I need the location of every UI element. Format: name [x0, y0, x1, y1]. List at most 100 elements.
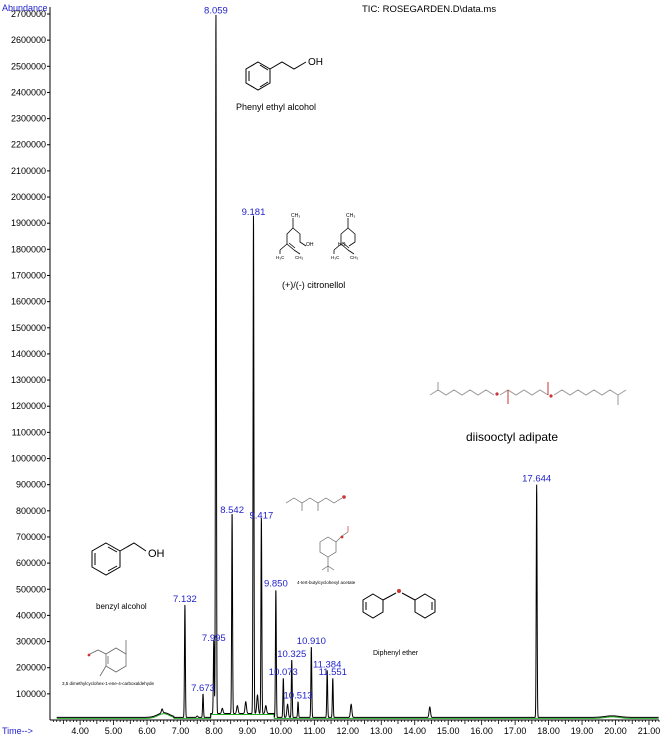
citronellol-ho-b: HO: [338, 242, 346, 248]
annotation-diphenyl-ether: Diphenyl ether: [362, 589, 436, 657]
peak-label: 9.181: [242, 207, 266, 218]
oxygen-atom-icon: [342, 495, 346, 499]
x-tick-label: 8.00: [205, 726, 223, 736]
peak-label: 8.059: [204, 6, 228, 17]
x-tick-label: 5.00: [105, 726, 123, 736]
x-tick-label: 13.00: [370, 726, 393, 736]
y-tick-label: 2300000: [11, 114, 46, 124]
y-tick-label: 700000: [16, 532, 46, 542]
peak-label: 11.551: [319, 667, 347, 678]
annotation-dimethylcyclohexene-carboxaldehyde: 3,5 dimethylcyclohex-1-ene-4-carboxaldeh…: [62, 640, 155, 686]
x-tick-label: 11.00: [303, 726, 325, 736]
annotation-phenyl-ethyl-alcohol: OH Phenyl ethyl alcohol: [236, 57, 323, 112]
benzyl-oh-label: OH: [148, 548, 165, 560]
x-tick-label: 15.00: [437, 726, 460, 736]
aldehyde-structure-icon: [89, 640, 127, 677]
y-tick-label: 2100000: [11, 166, 46, 176]
y-tick-label: 2700000: [11, 9, 46, 19]
benzyl-structure-icon: [91, 542, 147, 576]
oxygen-atom-icon: [549, 394, 553, 398]
y-tick-label: 300000: [16, 637, 46, 647]
peak-label: 7.673: [191, 683, 215, 694]
citronellol-oh-a: OH: [306, 242, 314, 248]
annotation-diisooctyl-adipate: diisooctyl adipate: [429, 382, 627, 444]
x-tick-label: 18.00: [537, 726, 560, 736]
y-tick-label: 1000000: [11, 454, 46, 464]
x-tick-label: 12.00: [337, 726, 360, 736]
peak-label: 10.073: [269, 667, 298, 678]
annotation-text: Diphenyl ether: [373, 650, 419, 657]
peak-label: 8.542: [220, 505, 244, 516]
peak-label: 10.325: [277, 649, 306, 660]
y-tick-label: 1800000: [11, 244, 46, 254]
y-tick-label: 200000: [16, 663, 46, 673]
x-tick-label: 19.00: [571, 726, 594, 736]
chart-title: TIC: ROSEGARDEN.D\data.ms: [362, 4, 496, 15]
annotation-benzyl-alcohol: OH benzyl alcohol: [91, 542, 165, 611]
peak-label: 7.995: [202, 633, 226, 644]
citronellol-h3c-a: H₃C: [276, 255, 285, 260]
x-tick-label: 16.00: [470, 726, 493, 736]
y-tick-label: 1100000: [12, 427, 46, 437]
annotation-tert-butylcyclohexyl-acetate: 4-tert-butylcyclohexyl acetate: [285, 495, 356, 585]
y-tick-label: 2600000: [11, 35, 46, 45]
peak-label: 11.384: [313, 659, 341, 670]
adipate-structure-icon: [429, 382, 627, 405]
x-tick-label: 6.00: [138, 726, 156, 736]
annotation-text: Phenyl ethyl alcohol: [236, 102, 316, 112]
y-tick-label: 400000: [16, 610, 46, 620]
chromatogram-trace: [56, 14, 659, 718]
y-axis-label: Abundance: [2, 3, 48, 13]
y-tick-label: 1500000: [11, 323, 46, 333]
x-tick-label: 20.00: [604, 726, 627, 736]
annotation-text: 3,5 dimethylcyclohex-1-ene-4-carboxaldeh…: [62, 681, 155, 686]
x-tick-label: 17.00: [504, 726, 527, 736]
x-axis-label: Time-->: [2, 726, 33, 736]
y-tick-label: 1700000: [11, 270, 46, 280]
annotation-text: (+)/(-) citronellol: [282, 280, 345, 290]
annotation-text: benzyl alcohol: [96, 602, 147, 611]
x-tick-label: 10.00: [270, 726, 293, 736]
annotation-text: 4-tert-butylcyclohexyl acetate: [297, 580, 356, 585]
y-tick-label: 2400000: [11, 87, 46, 97]
x-tick-label: 21.00: [638, 726, 661, 736]
y-tick-label: 1300000: [11, 375, 46, 385]
peak-label: 9.850: [264, 578, 288, 589]
citronellol-ch3-d: CH₃: [350, 255, 358, 260]
y-tick-label: 2500000: [11, 61, 46, 71]
y-tick-label: 900000: [16, 480, 46, 490]
y-tick-label: 600000: [16, 558, 46, 568]
oxygen-atom-icon: [495, 392, 499, 396]
y-tick-label: 800000: [16, 506, 46, 516]
peak-label: 10.910: [297, 636, 326, 647]
citronellol-structure-icon: [279, 218, 356, 255]
baseline-trace: [56, 713, 659, 719]
x-tick-label: 4.00: [71, 726, 89, 736]
y-tick-label: 100000: [16, 689, 46, 699]
y-tick-label: 2200000: [11, 140, 46, 150]
y-tick-label: 1200000: [11, 401, 46, 411]
acetate-structure-icon: [285, 497, 349, 572]
y-tick-label: 1400000: [11, 349, 46, 359]
phenylethyl-structure-icon: [245, 61, 307, 91]
x-tick-label: 9.00: [239, 726, 257, 736]
oxygen-atom-icon: [397, 589, 401, 593]
oxygen-atom-icon: [87, 653, 91, 657]
peak-label: 9.417: [249, 510, 273, 521]
y-tick-label: 1600000: [11, 297, 46, 307]
x-tick-label: 7.00: [172, 726, 190, 736]
citronellol-ch3-c: CH₃: [346, 213, 355, 219]
peak-label: 17.644: [522, 474, 551, 485]
y-tick-label: 1900000: [11, 218, 46, 228]
x-axis-ticks: 4.00 5.00 6.00 7.00 8.00 9.00 10.00 11.00 12.00 1…: [52, 720, 661, 736]
annotation-text: diisooctyl adipate: [466, 430, 558, 444]
peak-label: 10.513: [284, 691, 313, 702]
oxygen-atom-icon: [340, 535, 344, 539]
phenylethyl-oh-label: OH: [308, 57, 323, 68]
citronellol-ch3-b: CH₃: [295, 255, 303, 260]
y-tick-label: 2000000: [11, 192, 46, 202]
citronellol-ch3-a: CH₃: [291, 213, 300, 219]
diphenyl-ether-structure-icon: [362, 592, 436, 619]
y-axis-ticks: 1000002000003000004000005000006000007000…: [11, 9, 50, 699]
